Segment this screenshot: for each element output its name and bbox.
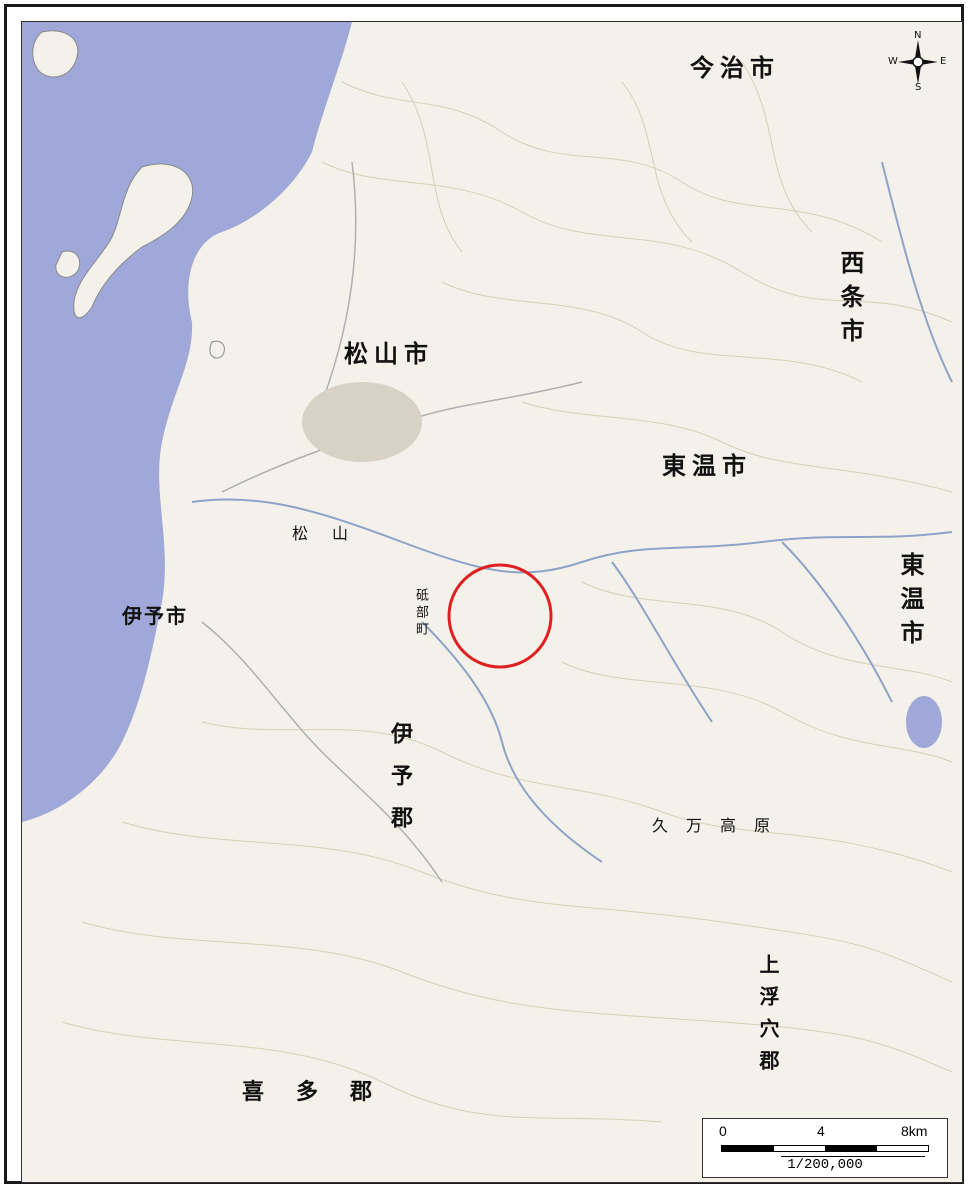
label-imabari-city: 今治市 — [690, 54, 780, 82]
scale-tick-4: 4 — [817, 1123, 825, 1139]
label-tobe-town: 砥部町 — [413, 588, 428, 639]
scale-ratio: 1/200,000 — [787, 1157, 863, 1173]
scale-tick-0: 0 — [719, 1123, 727, 1139]
scale-bar-graphic — [721, 1145, 929, 1152]
sea-area — [22, 22, 352, 822]
scale-tick-8: 8km — [901, 1123, 928, 1139]
location-marker-circle — [447, 563, 553, 669]
compass-west: W — [888, 56, 898, 67]
label-toon-city-vertical: 東温市 — [896, 552, 924, 654]
island-small-3 — [209, 340, 225, 359]
label-iyo-city: 伊予市 — [122, 604, 188, 628]
lake — [906, 696, 942, 748]
island-small-1 — [32, 30, 79, 78]
compass-rose: N S W E — [888, 30, 947, 94]
contour-lines — [61, 61, 953, 1123]
urban-area — [302, 382, 422, 462]
island-small-2 — [55, 250, 81, 278]
label-matsuyama-city: 松山市 — [344, 340, 434, 368]
scale-bar: 0 4 8km 1/200,000 — [702, 1118, 948, 1178]
label-matsuyama-small: 松山 — [292, 524, 373, 543]
rivers — [191, 161, 953, 863]
label-kita-gun: 喜多郡 — [242, 1080, 405, 1105]
compass-east: E — [940, 56, 947, 67]
label-kamiukena-gun: 上浮穴郡 — [756, 954, 780, 1082]
map-frame: 今治市 松山市 西条市 東温市 東温市 伊予市 伊予郡 久万高原 上浮穴郡 喜多… — [4, 4, 964, 1184]
label-toon-city: 東温市 — [662, 452, 752, 480]
compass-north: N — [914, 30, 922, 41]
compass-south: S — [915, 82, 922, 93]
compass-icon — [898, 40, 938, 84]
label-saijo-city: 西条市 — [836, 250, 864, 352]
map-graphics — [22, 22, 962, 1182]
label-iyo-gun: 伊予郡 — [387, 722, 412, 848]
scale-ratio-line — [781, 1156, 925, 1157]
island-large — [73, 163, 194, 319]
label-kumakogen: 久万高原 — [652, 816, 789, 835]
topographic-map[interactable]: 今治市 松山市 西条市 東温市 東温市 伊予市 伊予郡 久万高原 上浮穴郡 喜多… — [21, 21, 963, 1183]
